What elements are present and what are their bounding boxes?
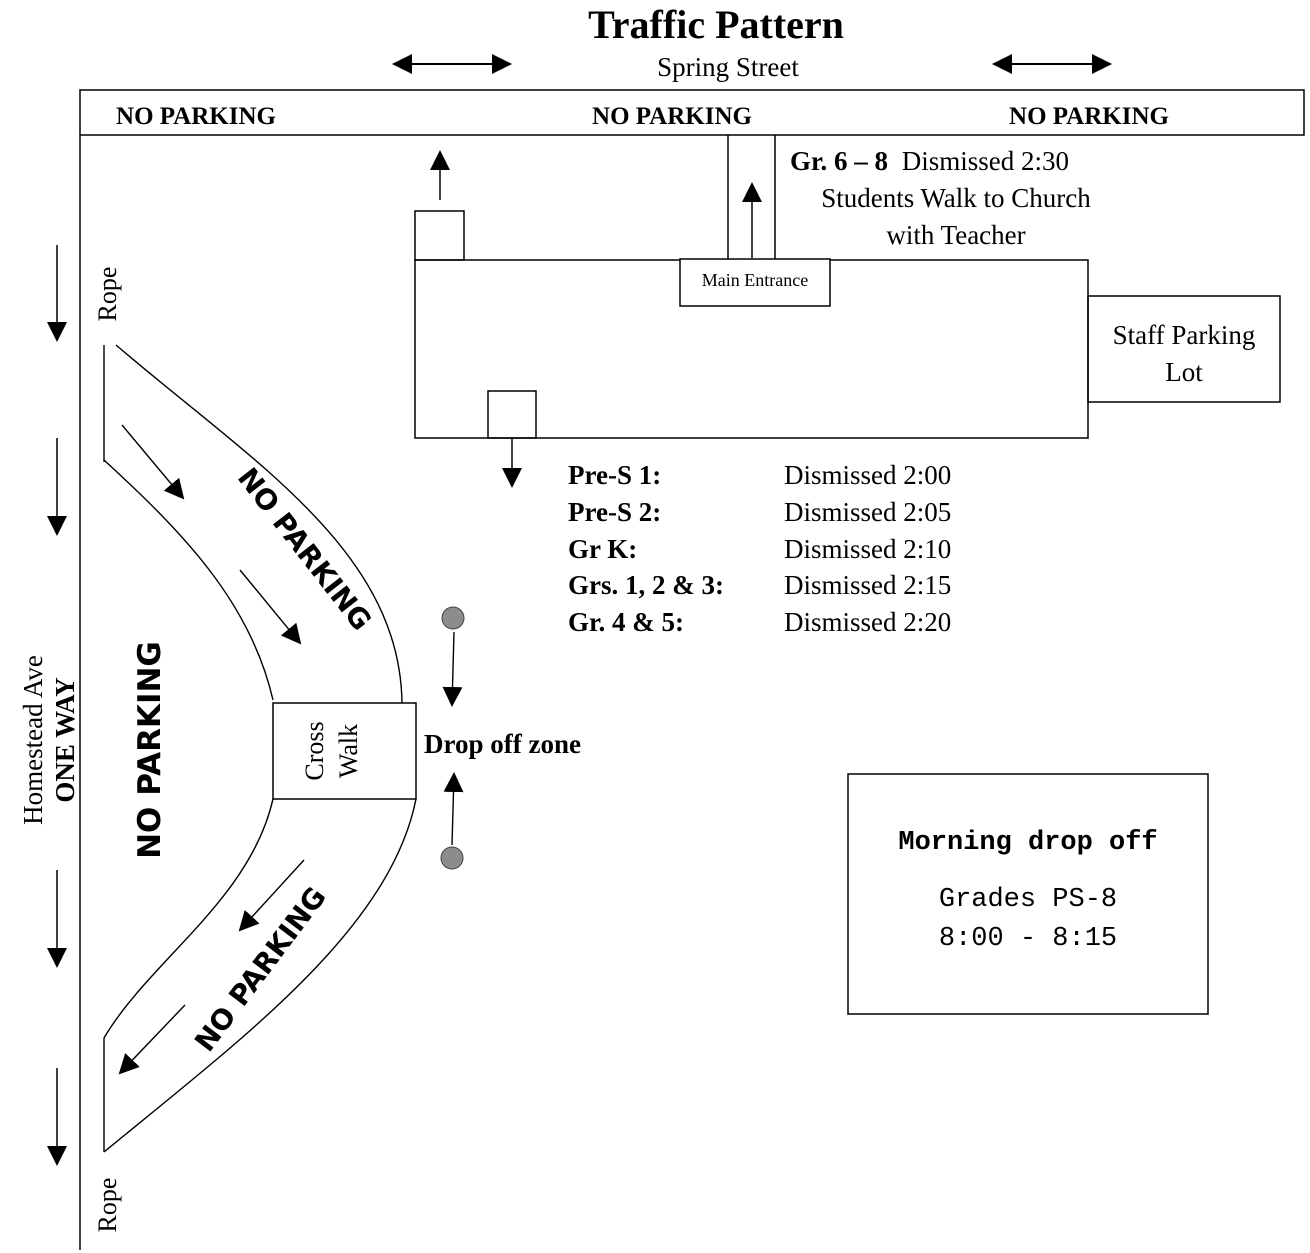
no-parking-driveway-left: NO PARKING bbox=[132, 641, 168, 859]
rope-label-bottom: Rope bbox=[93, 1178, 122, 1233]
drop-off-zone-label: Drop off zone bbox=[424, 729, 581, 759]
upper-grades-line3: with Teacher bbox=[886, 220, 1025, 250]
upper-grades-label: Gr. 6 – 8 bbox=[790, 146, 888, 176]
dismissal-time: Dismissed 2:15 bbox=[784, 570, 951, 600]
homestead-ave-label: Homestead Ave bbox=[18, 655, 48, 825]
drop-off-marker bbox=[440, 846, 464, 870]
traffic-flow-arrow-icon bbox=[118, 1004, 186, 1075]
spring-street-label: Spring Street bbox=[657, 52, 799, 82]
drop-off-marker bbox=[441, 606, 465, 630]
one-way-label: ONE WAY bbox=[50, 677, 80, 802]
side-door-top bbox=[414, 210, 465, 261]
morning-drop-off-time: 8:00 - 8:15 bbox=[939, 924, 1117, 954]
upper-grades-note: Gr. 6 – 8 Dismissed 2:30 bbox=[790, 146, 1069, 176]
traffic-flow-arrow-icon bbox=[239, 569, 302, 645]
dismissal-group: Pre-S 1: bbox=[568, 460, 661, 490]
staff-parking-label-1: Staff Parking bbox=[1113, 320, 1256, 350]
main-entrance-label: Main Entrance bbox=[702, 270, 808, 290]
diagram-title: Traffic Pattern bbox=[588, 2, 844, 47]
side-door-bottom bbox=[487, 390, 537, 439]
dismissal-time: Dismissed 2:10 bbox=[784, 534, 951, 564]
dismissal-group: Gr. 4 & 5: bbox=[568, 607, 684, 637]
staff-parking-lot bbox=[1087, 295, 1281, 403]
traffic-flow-arrow-icon bbox=[121, 424, 185, 500]
no-parking-driveway-upper: NO PARKING bbox=[231, 461, 378, 636]
crosswalk-label-1: Cross bbox=[300, 721, 329, 780]
morning-drop-off-box bbox=[847, 773, 1209, 1015]
dismissal-time: Dismissed 2:00 bbox=[784, 460, 951, 490]
dismissal-group: Gr K: bbox=[568, 534, 637, 564]
dismissal-time: Dismissed 2:05 bbox=[784, 497, 951, 527]
rope-label-top: Rope bbox=[93, 267, 122, 322]
no-parking-spring-left: NO PARKING bbox=[116, 103, 276, 130]
driveway bbox=[103, 344, 417, 1153]
dismissal-group: Grs. 1, 2 & 3: bbox=[568, 570, 724, 600]
upper-grades-line2: Students Walk to Church bbox=[821, 183, 1091, 213]
drop-off-arrow-icon bbox=[443, 772, 464, 846]
no-parking-spring-right: NO PARKING bbox=[1009, 103, 1169, 130]
dismissal-group: Pre-S 2: bbox=[568, 497, 661, 527]
no-parking-spring-center: NO PARKING bbox=[592, 103, 752, 130]
crosswalk-label-2: Walk bbox=[334, 724, 363, 778]
main-entrance-box bbox=[679, 258, 831, 307]
drop-off-arrow-icon bbox=[442, 631, 463, 707]
dismissal-time: Dismissed 2:20 bbox=[784, 607, 951, 637]
morning-drop-off-grades: Grades PS-8 bbox=[939, 885, 1117, 915]
morning-drop-off-title: Morning drop off bbox=[898, 828, 1157, 858]
dismissal-schedule: Pre-S 1: Dismissed 2:00 Pre-S 2: Dismiss… bbox=[568, 460, 951, 637]
spring-street bbox=[79, 89, 1305, 136]
upper-grades-time: Dismissed 2:30 bbox=[902, 146, 1069, 176]
staff-parking-label-2: Lot bbox=[1165, 357, 1203, 387]
traffic-flow-arrow-icon bbox=[238, 859, 305, 932]
crosswalk bbox=[272, 702, 417, 800]
